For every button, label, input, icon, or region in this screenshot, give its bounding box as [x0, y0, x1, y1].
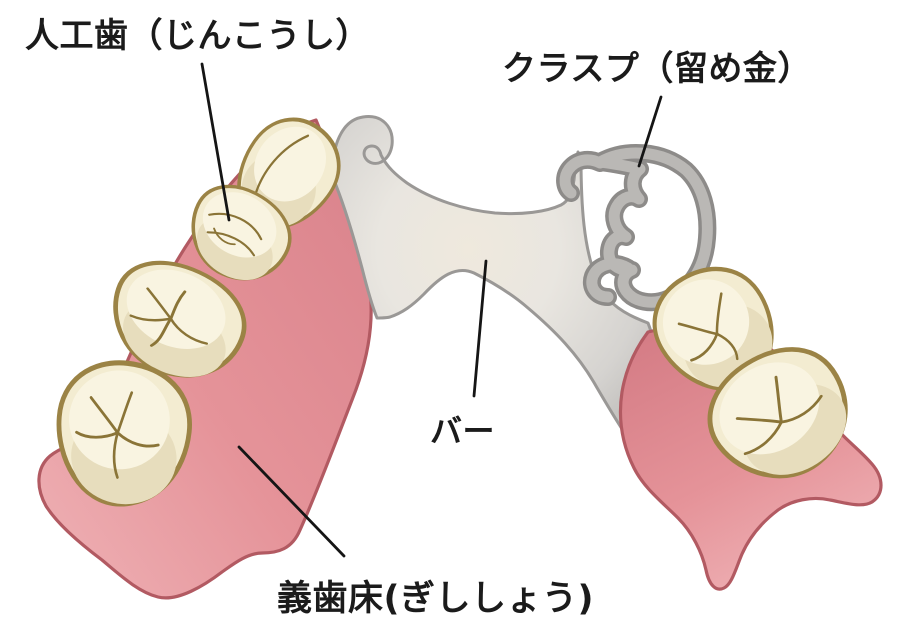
clasp-hook-upper	[559, 154, 606, 199]
clasp	[556, 144, 717, 312]
label-artificial-tooth: 人工歯（じんこうし）	[25, 16, 370, 56]
label-bar: バー	[430, 412, 496, 450]
leader-line-artificial-tooth	[200, 62, 231, 222]
artificial-tooth-5	[652, 266, 774, 391]
artificial-tooth-4	[56, 360, 192, 507]
leader-line-clasp	[637, 95, 663, 168]
artificial-tooth-6	[707, 347, 848, 479]
leader-lines	[200, 62, 663, 558]
artificial-teeth	[56, 117, 848, 507]
artificial-tooth-2	[191, 184, 292, 281]
leader-line-denture-base	[237, 445, 346, 558]
artificial-tooth-3	[113, 260, 247, 378]
leader-line-bar	[472, 259, 488, 398]
clasp-hook-lower	[586, 258, 634, 303]
label-denture-base: 義歯床(ぎししょう)	[277, 579, 594, 619]
label-clasp: クラスプ（留め金）	[502, 49, 812, 89]
